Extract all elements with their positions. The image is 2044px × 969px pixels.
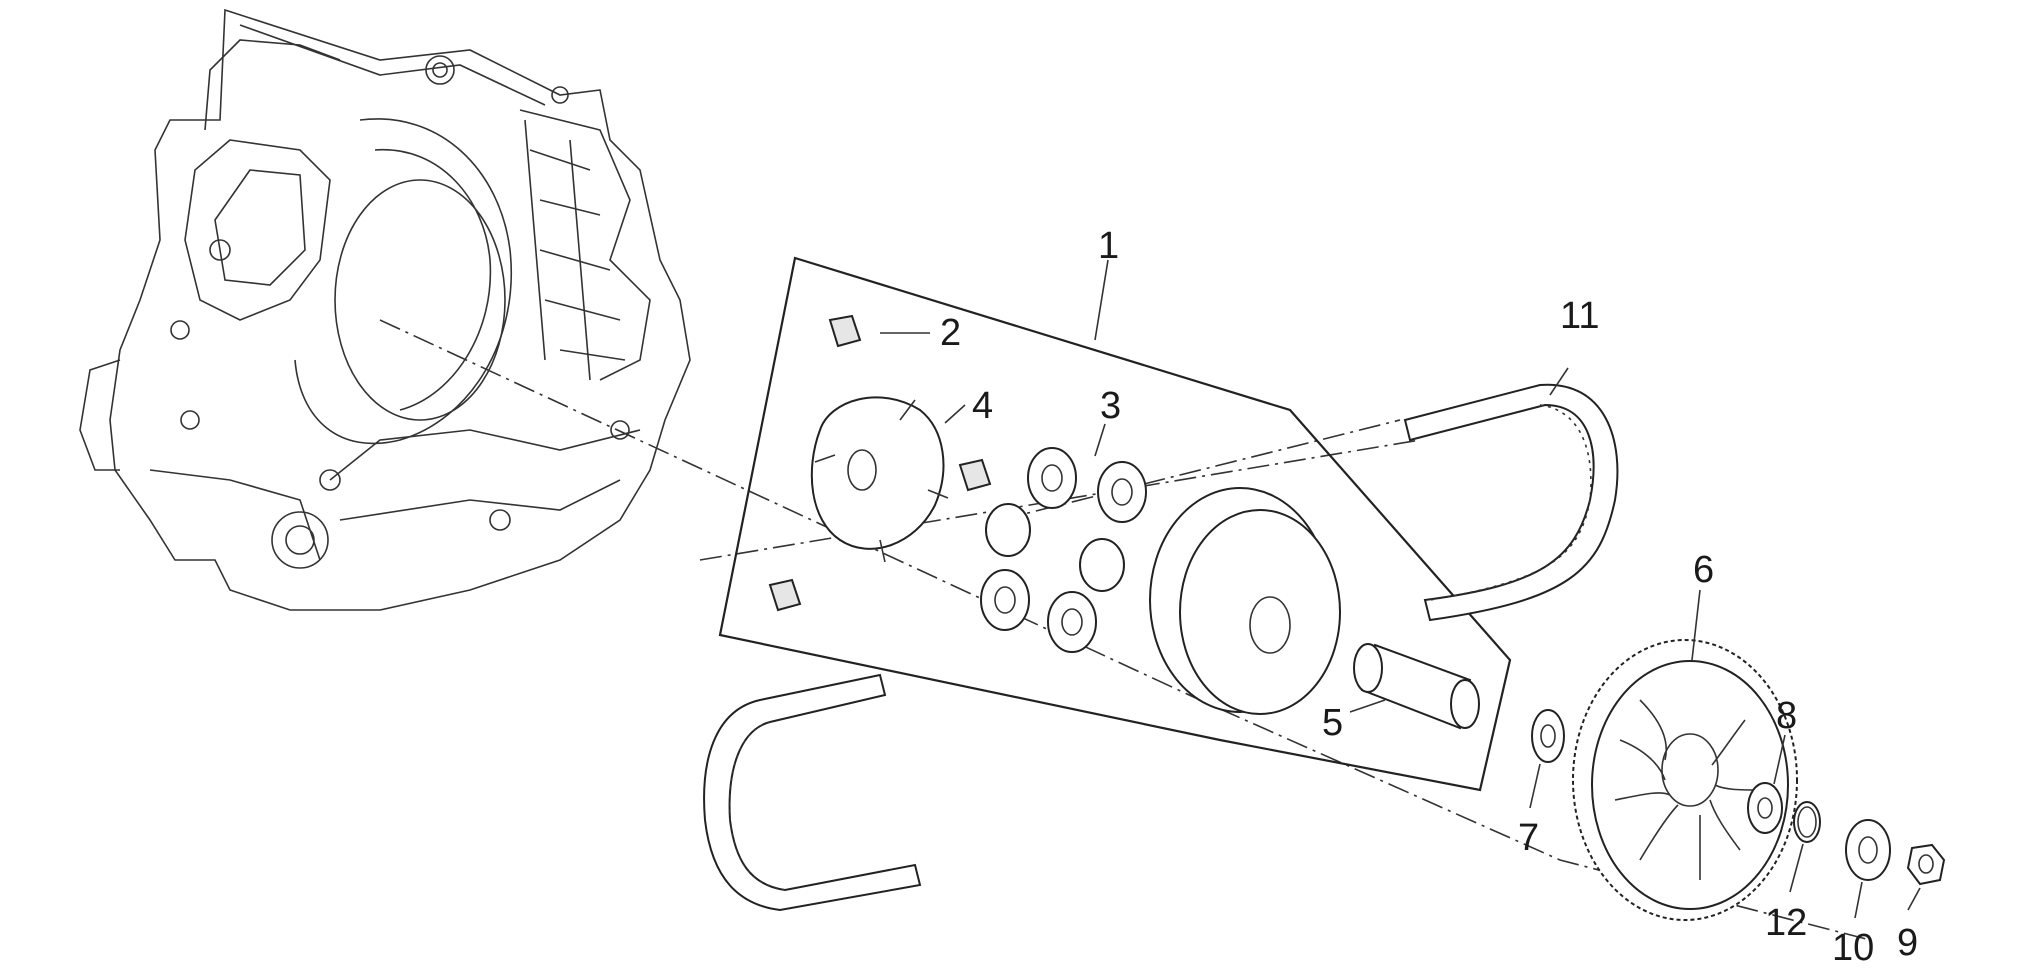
callout-7: 7 [1518,817,1539,859]
callout-3: 3 [1100,385,1121,427]
callout-1: 1 [1098,225,1119,267]
callout-leader-lines [880,259,1921,919]
callout-8: 8 [1776,695,1797,737]
variator-ramp-plate [810,396,949,563]
o-ring [1793,801,1821,843]
variator-rollers [980,447,1147,653]
lock-nut-washer [1845,819,1891,881]
callout-12: 12 [1765,902,1807,944]
variator-kit-outline [718,256,1512,792]
drive-belt-lower [703,673,922,912]
callout-10: 10 [1832,927,1874,969]
spacer-washer [1531,709,1565,763]
callout-2: 2 [940,312,961,354]
callout-6: 6 [1693,549,1714,591]
movable-pulley [1149,487,1341,715]
crankcase-housing [79,8,691,611]
hex-nut [1906,843,1946,886]
drive-belt-upper [1403,383,1619,622]
callout-11: 11 [1560,295,1599,337]
pulley-bushing [1353,643,1480,730]
callout-4: 4 [972,385,993,427]
callout-9: 9 [1897,922,1918,964]
callout-labels: 1 2 3 4 5 6 7 8 9 10 12 11 [940,225,1918,969]
thrust-washer [1747,782,1783,834]
slider-pieces [768,314,992,612]
callout-5: 5 [1322,702,1343,744]
fixed-pulley-fan [1572,639,1798,921]
